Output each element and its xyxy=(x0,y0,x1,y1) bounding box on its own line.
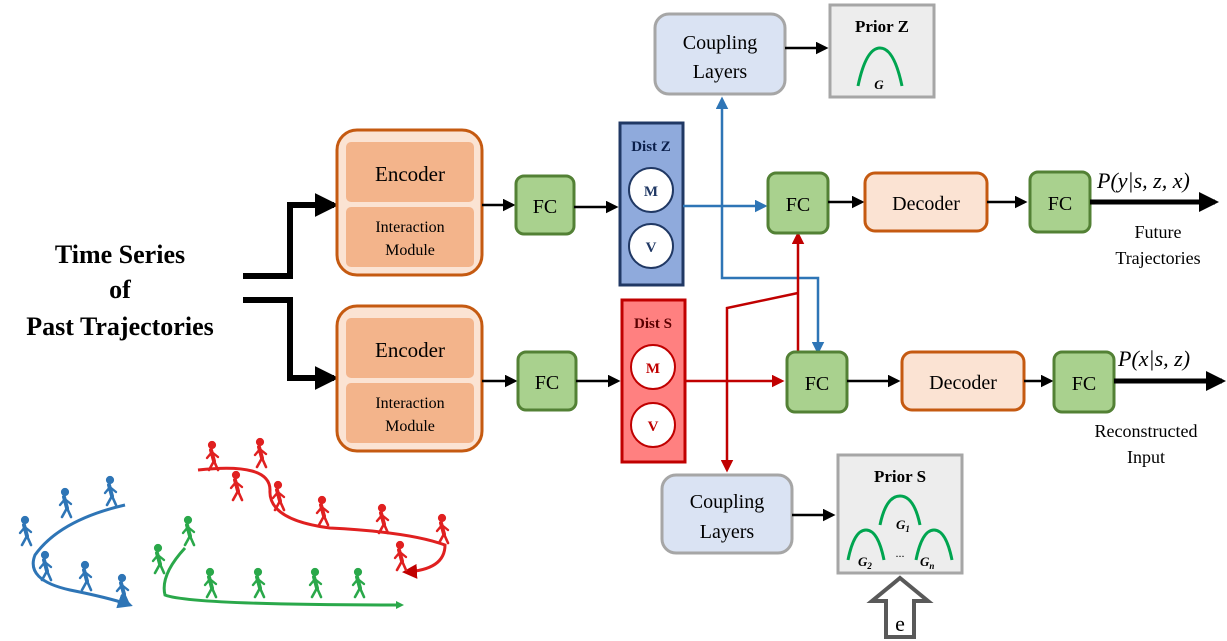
svg-text:Decoder: Decoder xyxy=(929,372,997,394)
fc-box-encoder-top: FC xyxy=(514,174,576,236)
input-title-line3: Past Trajectories xyxy=(26,312,213,341)
prior-s-gn: Gn xyxy=(920,554,934,571)
svg-text:Coupling: Coupling xyxy=(690,491,764,513)
e-input-arrow: e xyxy=(866,575,934,639)
svg-text:FC: FC xyxy=(535,372,559,394)
prior-s-dots: ... xyxy=(896,546,905,560)
prior-z-g: G xyxy=(874,77,884,92)
decoder-block-top: Decoder xyxy=(863,171,989,233)
prior-s-g2: G2 xyxy=(858,554,872,571)
dist-s-block: Dist S M V xyxy=(620,298,687,464)
dist-z-mean: M xyxy=(644,184,658,200)
arrow-distz-fc-bottom xyxy=(720,206,825,355)
encoder-block-top: Encoder Interaction Module xyxy=(335,128,484,277)
encoder-label-bottom: Encoder xyxy=(375,338,445,362)
prior-s-g1: G1 xyxy=(896,517,910,534)
decoder-block-bottom: Decoder xyxy=(900,350,1026,412)
svg-text:FC: FC xyxy=(1072,373,1096,395)
input-title-line1: Time Series xyxy=(55,240,185,269)
fc-box-decoder-in-bottom: FC xyxy=(785,350,849,414)
svg-text:Decoder: Decoder xyxy=(892,193,960,215)
svg-text:Layers: Layers xyxy=(700,521,755,543)
svg-text:FC: FC xyxy=(805,373,829,395)
interaction-label-top-1: Interaction xyxy=(375,219,444,236)
arrow-dists-coupling-bottom xyxy=(720,291,799,473)
prior-s-block: Prior S G1 G2 ... Gn xyxy=(836,453,964,575)
encoder-block-bottom: Encoder Interaction Module xyxy=(335,304,484,453)
red-walkers xyxy=(205,436,450,572)
dist-s-title: Dist S xyxy=(634,316,672,332)
encoder-label-top: Encoder xyxy=(375,162,445,186)
svg-text:Coupling: Coupling xyxy=(683,32,757,54)
e-label: e xyxy=(895,611,905,636)
coupling-layers-bottom: Coupling Layers xyxy=(660,473,794,555)
blue-trajectory xyxy=(31,503,133,609)
svg-text:FC: FC xyxy=(533,196,557,218)
input-title-line2: of xyxy=(109,275,131,304)
output-formula-top: P(y|s, z, x) xyxy=(1096,168,1190,193)
dist-z-variance: V xyxy=(646,240,657,256)
dist-z-block: Dist Z M V xyxy=(618,121,685,287)
prior-z-title: Prior Z xyxy=(855,17,909,36)
input-arrow-top xyxy=(243,193,339,279)
output-formula-bottom: P(x|s, z) xyxy=(1117,346,1190,371)
fc-box-output-top: FC xyxy=(1028,170,1092,234)
trajectory-illustration xyxy=(18,436,450,609)
output-caption-top-2: Trajectories xyxy=(1115,248,1200,268)
prior-z-block: Prior Z G xyxy=(828,3,936,99)
output-caption-top-1: Future xyxy=(1135,222,1182,242)
dist-s-variance: V xyxy=(648,419,659,435)
interaction-label-bottom-2: Module xyxy=(385,418,435,435)
prior-z-gaussian xyxy=(856,46,904,87)
dist-s-mean: M xyxy=(646,361,660,377)
input-arrow-bottom xyxy=(243,297,339,390)
svg-text:Layers: Layers xyxy=(693,61,748,83)
output-caption-bottom-2: Input xyxy=(1127,447,1165,467)
fc-box-encoder-bottom: FC xyxy=(516,350,578,412)
interaction-label-bottom-1: Interaction xyxy=(375,395,444,412)
fc-box-decoder-in-top: FC xyxy=(766,171,830,235)
coupling-layers-top: Coupling Layers xyxy=(653,12,787,96)
dist-z-title: Dist Z xyxy=(631,139,671,155)
output-caption-bottom-1: Reconstructed xyxy=(1095,421,1198,441)
svg-text:FC: FC xyxy=(1048,193,1072,215)
red-trajectory xyxy=(197,466,447,579)
svg-text:FC: FC xyxy=(786,194,810,216)
blue-walkers xyxy=(18,474,130,605)
interaction-label-top-2: Module xyxy=(385,242,435,259)
green-trajectory xyxy=(162,546,401,607)
prior-s-title: Prior S xyxy=(874,467,926,486)
fc-box-output-bottom: FC xyxy=(1052,350,1116,414)
